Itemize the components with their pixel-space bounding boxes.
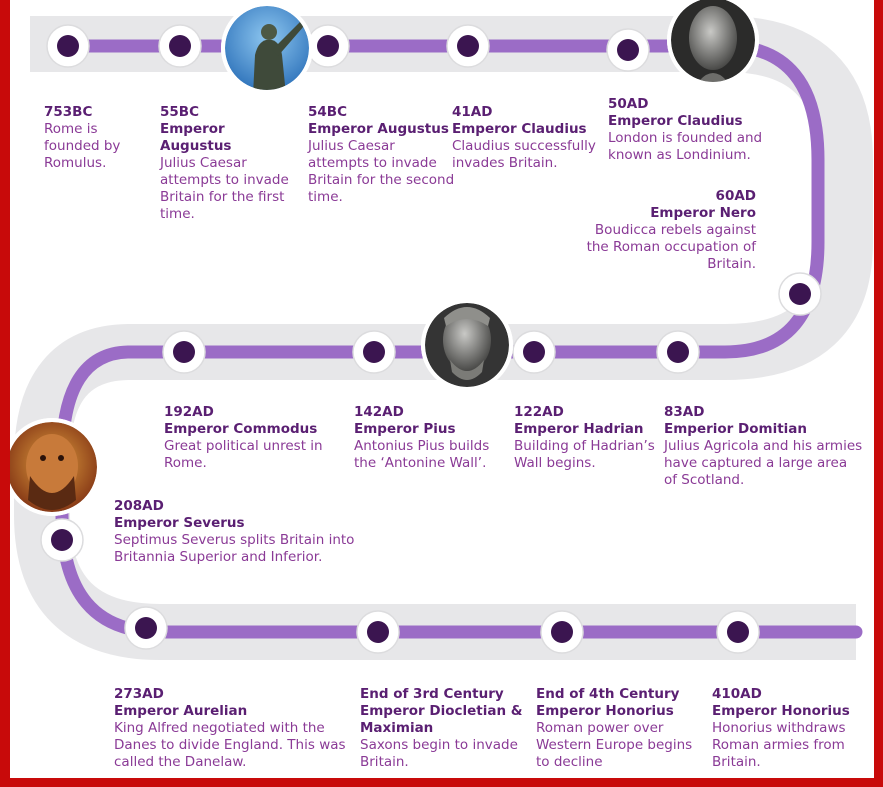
claudius-bust-portrait xyxy=(667,0,759,86)
event-date: 142AD xyxy=(354,404,404,420)
event-ruler: Emperor Aurelian xyxy=(114,703,248,719)
timeline-node xyxy=(317,35,339,57)
timeline-node xyxy=(727,621,749,643)
timeline-node xyxy=(457,35,479,57)
event-date: 55BC xyxy=(160,104,199,120)
event-date: 410AD xyxy=(712,686,762,702)
timeline-node xyxy=(173,341,195,363)
event-description: Claudius successfully invades Britain. xyxy=(452,138,596,171)
timeline-node xyxy=(551,621,573,643)
event-description: Building of Hadrian’s Wall begins. xyxy=(514,438,655,471)
timeline-node xyxy=(57,35,79,57)
event-date: 50AD xyxy=(608,96,649,112)
event-description: Julius Caesar attempts to invade Britain… xyxy=(160,155,289,222)
event-ruler: Emperor Commodus xyxy=(164,421,318,437)
severus-mosaic-portrait xyxy=(10,418,101,516)
event-date: 54BC xyxy=(308,104,347,120)
event-ruler: Emperior Domitian xyxy=(664,421,808,437)
timeline-node xyxy=(667,341,689,363)
event-description: London is founded and known as Londinium… xyxy=(608,130,763,163)
event-date: 122AD xyxy=(514,404,564,420)
event-description: Honorius withdraws Roman armies from Bri… xyxy=(712,720,846,770)
event-date: 273AD xyxy=(114,686,164,702)
event-date: End of 4th Century xyxy=(536,686,680,702)
event-ruler: Emperor Claudius xyxy=(608,113,743,129)
event-ruler: Emperor Hadrian xyxy=(514,421,644,437)
event-ruler: Emperor Nero xyxy=(650,205,756,221)
event-date: 83AD xyxy=(664,404,705,420)
event-date: 41AD xyxy=(452,104,493,120)
hadrian-bust-portrait xyxy=(421,299,513,391)
event-description: Antonius Pius builds the ‘Antonine Wall’… xyxy=(354,438,490,471)
timeline-node xyxy=(523,341,545,363)
augustus-statue-portrait xyxy=(221,2,313,94)
track-line xyxy=(47,39,863,639)
event-description: King Alfred negotiated with the Danes to… xyxy=(114,720,346,770)
event-ruler: Emperor Pius xyxy=(354,421,456,437)
event-description: Rome is founded by Romulus. xyxy=(44,121,121,171)
event-description: Julius Agricola and his armies have capt… xyxy=(664,438,863,488)
timeline-node xyxy=(789,283,811,305)
event-date: 208AD xyxy=(114,498,164,514)
event-ruler: Emperor Diocletian & Maximian xyxy=(360,703,523,736)
event-ruler: Emperor Augustus xyxy=(160,121,232,154)
timeline-node xyxy=(135,617,157,639)
event-date: 753BC xyxy=(44,104,93,120)
event-description: Great political unrest in Rome. xyxy=(164,438,323,471)
event-description: Roman power over Western Europe begins t… xyxy=(536,720,693,770)
event-ruler: Emperor Honorius xyxy=(536,703,674,719)
event-description: Julius Caesar attempts to invade Britain… xyxy=(308,138,455,205)
event-date: End of 3rd Century xyxy=(360,686,504,702)
event-date: 60AD xyxy=(715,188,756,204)
timeline-track xyxy=(10,0,873,660)
event-description: Saxons begin to invade Britain. xyxy=(360,737,518,770)
timeline-node xyxy=(363,341,385,363)
timeline-node xyxy=(169,35,191,57)
event-ruler: Emperor Severus xyxy=(114,515,245,531)
event-ruler: Emperor Honorius xyxy=(712,703,850,719)
event-description: Septimus Severus splits Britain into Bri… xyxy=(114,532,355,565)
event-ruler: Emperor Augustus xyxy=(308,121,449,137)
timeline-node xyxy=(367,621,389,643)
event-ruler: Emperor Claudius xyxy=(452,121,587,137)
event-description: Boudicca rebels against the Roman occupa… xyxy=(586,222,756,272)
timeline-node xyxy=(51,529,73,551)
event-date: 192AD xyxy=(164,404,214,420)
timeline-node xyxy=(617,39,639,61)
